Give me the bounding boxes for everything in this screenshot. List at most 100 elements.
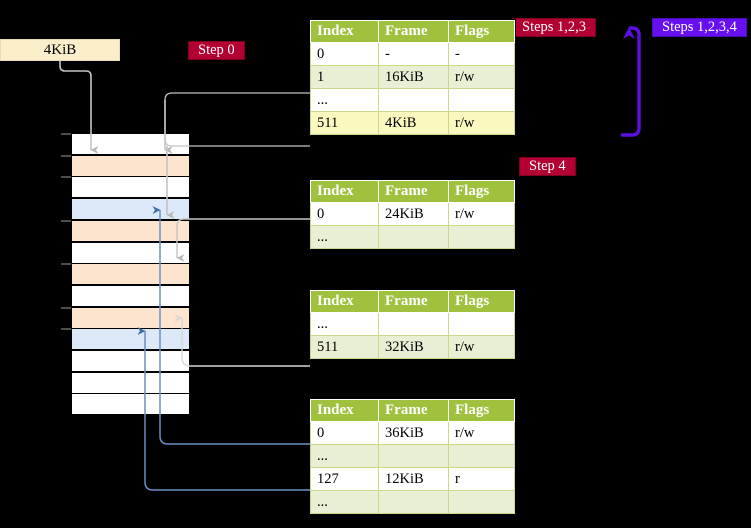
cell-frame: 32KiB [378,335,449,359]
cell-frame: 16KiB [378,65,449,89]
cell-index: ... [310,312,379,336]
cell-index: ... [310,225,379,249]
memory-row-tick [61,133,71,135]
cell-index: 511 [310,111,379,135]
table-row: ... [310,312,515,336]
memory-frame-row [71,176,190,199]
memory-frame-row [71,371,190,394]
column-header-frame: Frame [378,20,449,43]
memory-frame-row [71,133,190,155]
column-header-frame: Frame [378,180,449,203]
memory-row-tick [61,219,71,222]
cell-flags [448,444,515,468]
cell-flags [448,490,515,514]
memory-frame-row [71,284,190,307]
cell-index: ... [310,490,379,514]
table-row: ... [310,88,515,112]
cell-frame [378,225,449,249]
cell-flags: r/w [448,335,515,359]
cell-flags [448,225,515,249]
column-header-index: Index [310,180,379,203]
memory-frame-row [71,198,190,221]
memory-frame-row [71,263,190,286]
column-header-flags: Flags [448,399,515,422]
cell-frame: 24KiB [378,202,449,226]
column-header-index: Index [310,399,379,422]
cell-frame [378,312,449,336]
badge-step-0: Step 0 [188,41,245,60]
frame-size-box: 4KiB [0,39,120,61]
memory-row-tick [61,306,71,309]
cell-frame [378,88,449,112]
memory-row-tick [61,263,71,266]
cell-frame [378,444,449,468]
cell-index: 1 [310,65,379,89]
memory-frame-row [71,241,190,264]
column-header-frame: Frame [378,290,449,313]
cell-flags: - [448,42,515,66]
cell-flags: r/w [448,111,515,135]
cell-index: 511 [310,335,379,359]
column-header-flags: Flags [448,20,515,43]
badge-step-4: Step 4 [519,157,576,176]
memory-row-tick [61,176,71,179]
arrow-steps-1234-loop [621,26,641,137]
frame-size-label: 4KiB [43,41,77,58]
memory-frame-row [71,393,190,416]
memory-frame-row [71,219,190,242]
memory-frame-row [71,306,190,329]
cell-flags [448,88,515,112]
cell-flags: r/w [448,65,515,89]
column-header-index: Index [310,290,379,313]
cell-frame: 12KiB [378,467,449,491]
cell-index: 127 [310,467,379,491]
column-header-frame: Frame [378,399,449,422]
table-row: 0-- [310,42,515,66]
cell-index: 0 [310,202,379,226]
column-header-flags: Flags [448,290,515,313]
cell-frame [378,490,449,514]
connector-pdpt-0 [176,218,310,262]
cell-index: ... [310,88,379,112]
badge-steps-1234-label: Steps 1,2,3,4 [662,19,737,35]
badge-step-4-label: Step 4 [529,158,566,174]
cell-flags: r/w [448,421,515,445]
cell-flags: r/w [448,202,515,226]
cell-frame: - [378,42,449,66]
cell-flags: r [448,467,515,491]
cell-index: 0 [310,42,379,66]
memory-row-tick [61,154,71,157]
badge-steps-123: Steps 1,2,3 [512,18,597,37]
memory-frame-row [71,328,190,351]
table-row: ... [310,225,515,249]
connector-pd-511 [174,314,310,367]
cell-index: ... [310,444,379,468]
physical-memory-column [61,133,190,416]
badge-steps-123-label: Steps 1,2,3 [522,19,587,35]
column-header-flags: Flags [448,180,515,203]
table-row: ... [310,490,515,514]
cell-frame: 4KiB [378,111,449,135]
cell-index: 0 [310,421,379,445]
badge-step-0-label: Step 0 [198,42,235,58]
memory-row-tick [61,328,71,331]
memory-frame-row [71,350,190,372]
badge-steps-1234: Steps 1,2,3,4 [652,18,747,37]
